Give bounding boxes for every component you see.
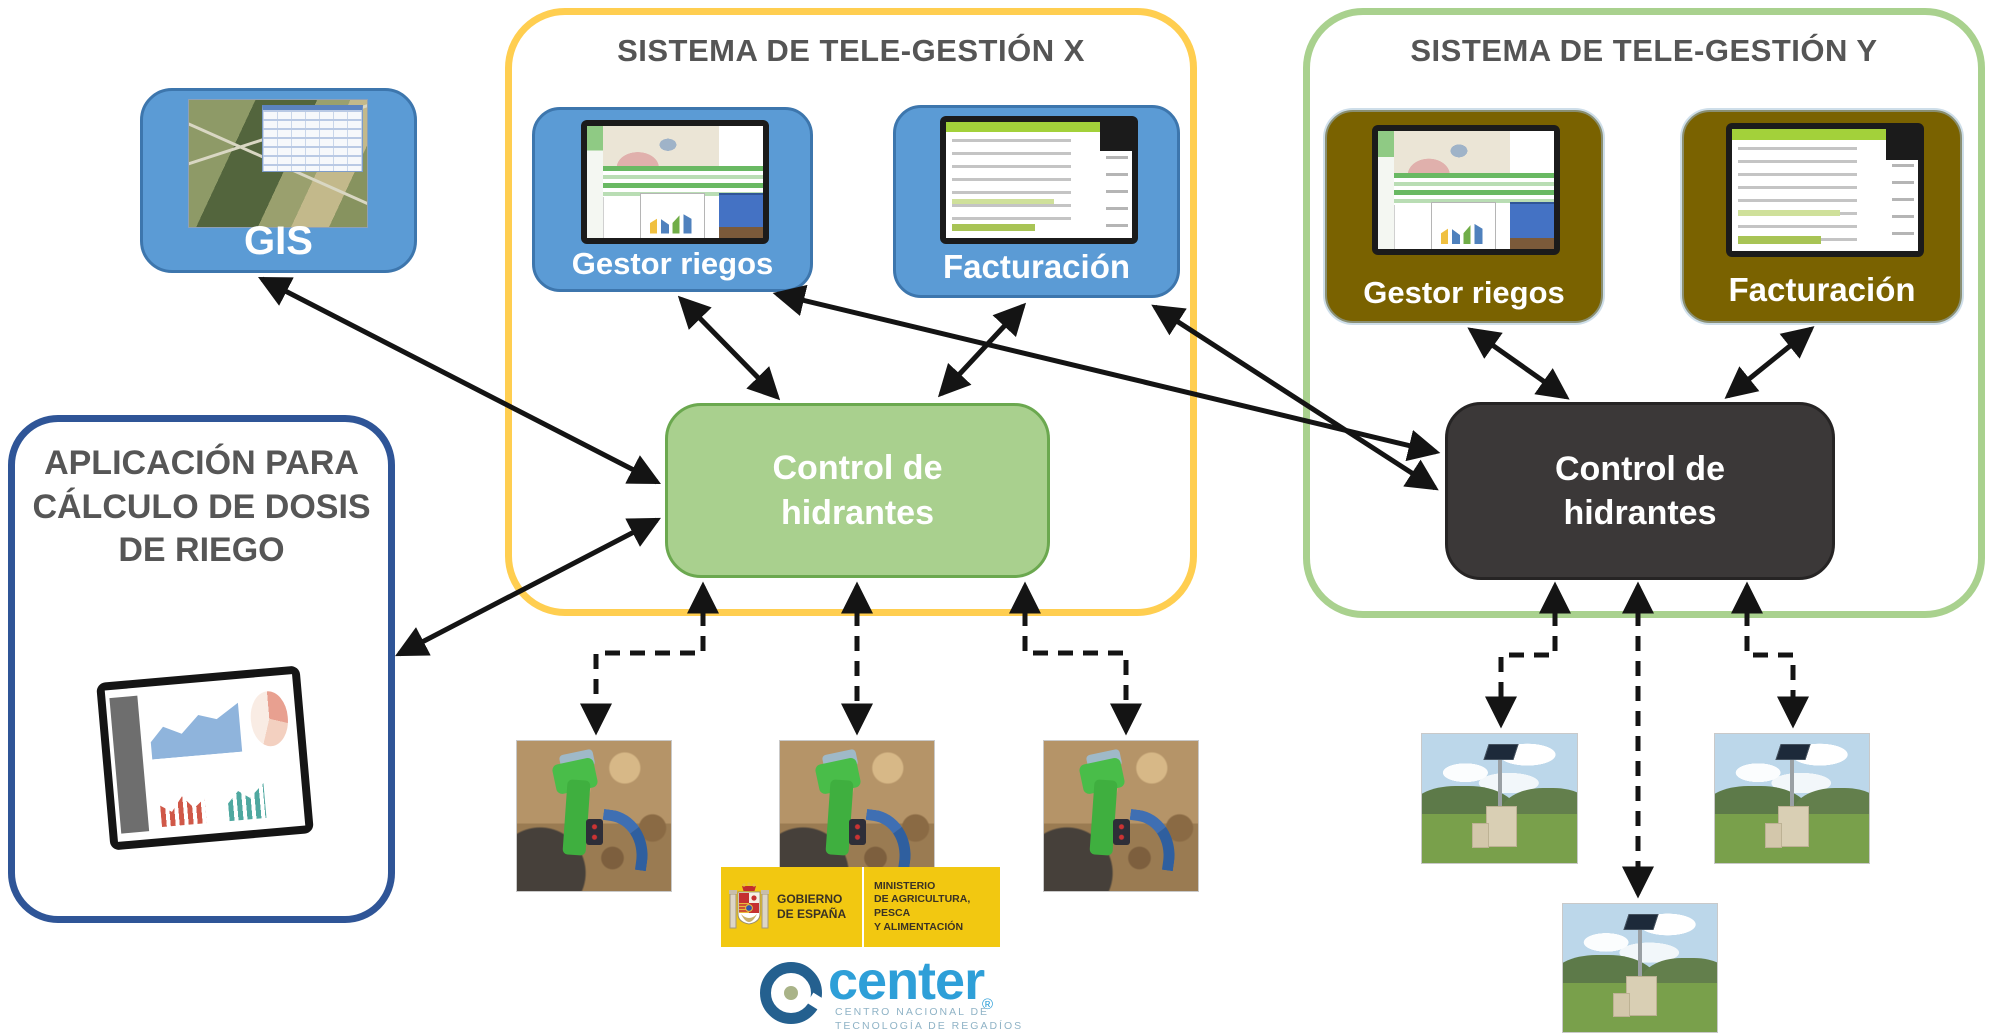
screenshot-popup-chart [639,193,706,238]
station-pedestal [1764,806,1810,848]
aplicacion-dosis-riego-box: APLICACIÓN PARA CÁLCULO DE DOSIS DE RIEG… [8,415,395,923]
gestor-riegos-x-label: Gestor riegos [571,246,774,281]
gestor-riegos-screenshot [1372,125,1560,255]
station-pole [1638,925,1643,983]
control-hidrantes-x-label: Control de hidrantes [772,449,943,532]
arrow-gestory-control-y [1467,327,1570,400]
invoice-rows [1737,147,1857,243]
invoice-header-bar [946,122,1103,133]
invoice-amount-column [1891,147,1915,243]
invoice-highlight-row [951,198,1054,205]
invoice-amount-column [1105,139,1129,230]
gis-box: GIS [140,88,417,273]
hydrant-photo-2 [779,740,935,892]
dashed-control-x-hydrant-1 [579,581,720,736]
system-y-title: SISTEMA DE TELE-GESTIÓN Y [1410,33,1878,68]
system-x-title: SISTEMA DE TELE-GESTIÓN X [617,33,1085,68]
tablet-frame-corner [1100,122,1132,151]
gobierno-logo-left: GOBIERNO DE ESPAÑA [721,867,864,947]
arrow-facturacionx-control-y [1151,304,1439,491]
control-hidrantes-y-box: Control de hidrantes [1445,402,1835,580]
arrow-aplicacion-control-x [395,517,661,657]
gobierno-espana-logo: GOBIERNO DE ESPAÑA MINISTERIO DE AGRICUL… [721,867,1000,947]
facturacion-y-label: Facturación [1728,271,1916,308]
hydrant-flange [586,819,604,845]
screenshot-table-band [1393,173,1554,206]
gis-aerial-image [188,99,368,228]
facturacion-screenshot [1726,123,1924,257]
dashed-control-x-hydrant-3 [1008,581,1143,736]
ministerio-text: MINISTERIO DE AGRICULTURA, PESCA Y ALIME… [874,879,971,933]
center-wordmark: center [828,951,985,1011]
gobierno-text: GOBIERNO DE ESPAÑA [777,892,847,921]
field-station-photo-2 [1562,903,1718,1033]
gestor-riegos-x-box: Gestor riegos [532,107,813,292]
ministerio-logo-right: MINISTERIO DE AGRICULTURA, PESCA Y ALIME… [864,867,1000,947]
arrow-gis-control-x [258,276,661,485]
gis-label: GIS [244,219,313,263]
gestor-riegos-screenshot [581,120,769,244]
station-pedestal [1472,806,1517,848]
screenshot-popup-chart [1430,201,1497,249]
arrow-facturaciony-control-y [1724,326,1815,399]
center-ring-icon [760,962,822,1024]
hydrant-flange [849,819,867,845]
facturacion-y-box: Facturación [1682,110,1962,323]
spain-coat-of-arms-icon [729,882,769,929]
tablet-frame-corner [1886,129,1918,160]
hydrant-photo-3 [1043,740,1199,892]
facturacion-screenshot [940,116,1138,244]
invoice-highlight-row [1737,209,1840,216]
field-station-photo-1 [1421,733,1578,864]
registered-trademark-mark: ® [982,996,994,1013]
screenshot-right-panel [1510,201,1554,249]
dashed-control-y-station-3 [1730,581,1810,729]
hydrant-flange [1113,819,1131,845]
field-station-photo-3 [1714,733,1870,864]
invoice-header-bar [1732,129,1889,140]
station-pedestal [1612,975,1658,1018]
control-hidrantes-y-label: Control de hidrantes [1555,449,1725,532]
invoice-total-row [1737,236,1822,244]
screenshot-table-band [602,166,763,197]
facturacion-x-label: Facturación [942,248,1131,285]
center-subtitle: CENTRO NACIONAL DE TECNOLOGÍA DE REGADÍO… [835,1006,1024,1032]
screenshot-right-panel [719,193,763,238]
station-pole [1497,755,1502,813]
invoice-total-row [951,224,1036,232]
arrow-gestorx-control-y [772,284,1441,462]
dashed-control-y-station-1 [1484,581,1572,729]
arrow-gestorx-control-x [677,295,781,401]
station-pole [1790,755,1795,813]
center-logo: center ® CENTRO NACIONAL DE TECNOLOGÍA D… [740,951,1040,1032]
facturacion-x-box: Facturación [893,105,1180,298]
invoice-rows [951,139,1071,230]
hydrant-photo-1 [516,740,672,892]
gis-data-table-overlay [261,105,364,173]
